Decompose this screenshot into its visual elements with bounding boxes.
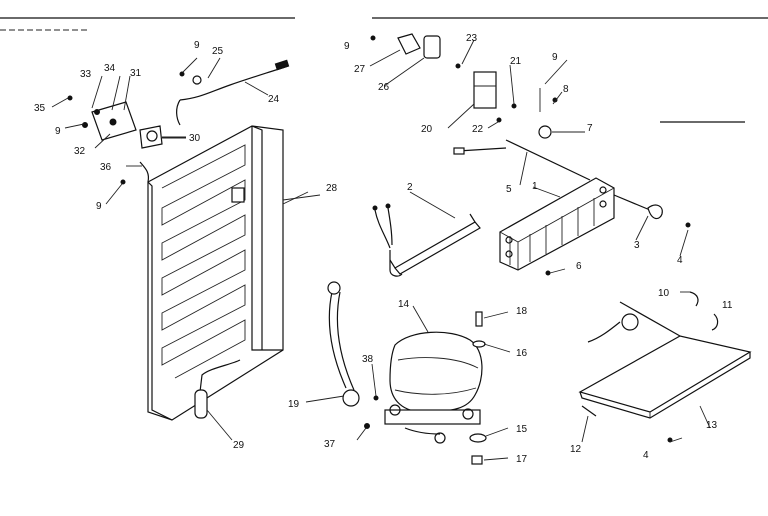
label-5: 5 bbox=[506, 184, 512, 195]
label-19: 19 bbox=[288, 399, 300, 410]
compressor bbox=[364, 331, 483, 444]
label-27: 27 bbox=[354, 64, 366, 75]
label-36: 36 bbox=[100, 162, 112, 173]
label-9d: 9 bbox=[96, 201, 102, 212]
condenser-coil bbox=[499, 177, 651, 276]
label-28: 28 bbox=[326, 183, 338, 194]
label-9b: 9 bbox=[194, 40, 200, 51]
label-11: 11 bbox=[722, 300, 733, 311]
label-10: 10 bbox=[658, 288, 670, 299]
label-4b: 4 bbox=[643, 450, 649, 461]
sensor-bulb bbox=[194, 359, 241, 441]
label-31: 31 bbox=[130, 68, 142, 79]
wire-harness bbox=[176, 57, 290, 126]
label-3: 3 bbox=[634, 240, 640, 251]
label-29: 29 bbox=[233, 440, 245, 451]
leader-lines bbox=[51, 39, 711, 461]
label-26: 26 bbox=[378, 82, 390, 93]
label-9a: 9 bbox=[344, 41, 350, 52]
drain-wires bbox=[689, 291, 719, 331]
label-34: 34 bbox=[104, 63, 116, 74]
label-13: 13 bbox=[706, 420, 718, 431]
label-4a: 4 bbox=[677, 255, 683, 266]
label-7: 7 bbox=[587, 123, 593, 134]
label-38: 38 bbox=[362, 354, 374, 365]
fan-bracket bbox=[647, 204, 691, 228]
label-12: 12 bbox=[570, 444, 582, 455]
label-21: 21 bbox=[510, 56, 522, 67]
label-32: 32 bbox=[74, 146, 86, 157]
page-border-lines bbox=[0, 17, 768, 123]
label-18: 18 bbox=[516, 306, 528, 317]
label-6: 6 bbox=[576, 261, 582, 272]
label-23: 23 bbox=[466, 33, 478, 44]
evaporator-panel bbox=[147, 125, 321, 421]
label-24: 24 bbox=[268, 94, 280, 105]
label-37: 37 bbox=[324, 439, 336, 450]
label-33: 33 bbox=[80, 69, 92, 80]
label-20: 20 bbox=[421, 124, 433, 135]
thermostat-bracket bbox=[67, 95, 186, 185]
label-35: 35 bbox=[34, 103, 46, 114]
label-16: 16 bbox=[516, 348, 528, 359]
clips bbox=[370, 33, 441, 59]
overload-lead bbox=[327, 281, 360, 407]
mounting-hardware bbox=[469, 311, 487, 465]
label-2: 2 bbox=[407, 182, 413, 193]
label-17: 17 bbox=[516, 454, 528, 465]
part-labels: 1 2 3 4 4 5 6 7 8 9 9 9 9 9 10 11 12 13 … bbox=[34, 33, 733, 465]
label-30: 30 bbox=[189, 133, 201, 144]
label-14: 14 bbox=[398, 299, 410, 310]
drain-pan bbox=[578, 301, 752, 443]
capillary-tube bbox=[453, 88, 591, 181]
label-22: 22 bbox=[472, 124, 484, 135]
label-15: 15 bbox=[516, 424, 528, 435]
label-1: 1 bbox=[532, 181, 538, 192]
label-9c: 9 bbox=[55, 126, 61, 137]
label-9e: 9 bbox=[552, 52, 558, 63]
label-25: 25 bbox=[212, 46, 224, 57]
label-8: 8 bbox=[563, 84, 569, 95]
relay-box bbox=[455, 63, 517, 123]
defrost-heater bbox=[372, 203, 481, 277]
